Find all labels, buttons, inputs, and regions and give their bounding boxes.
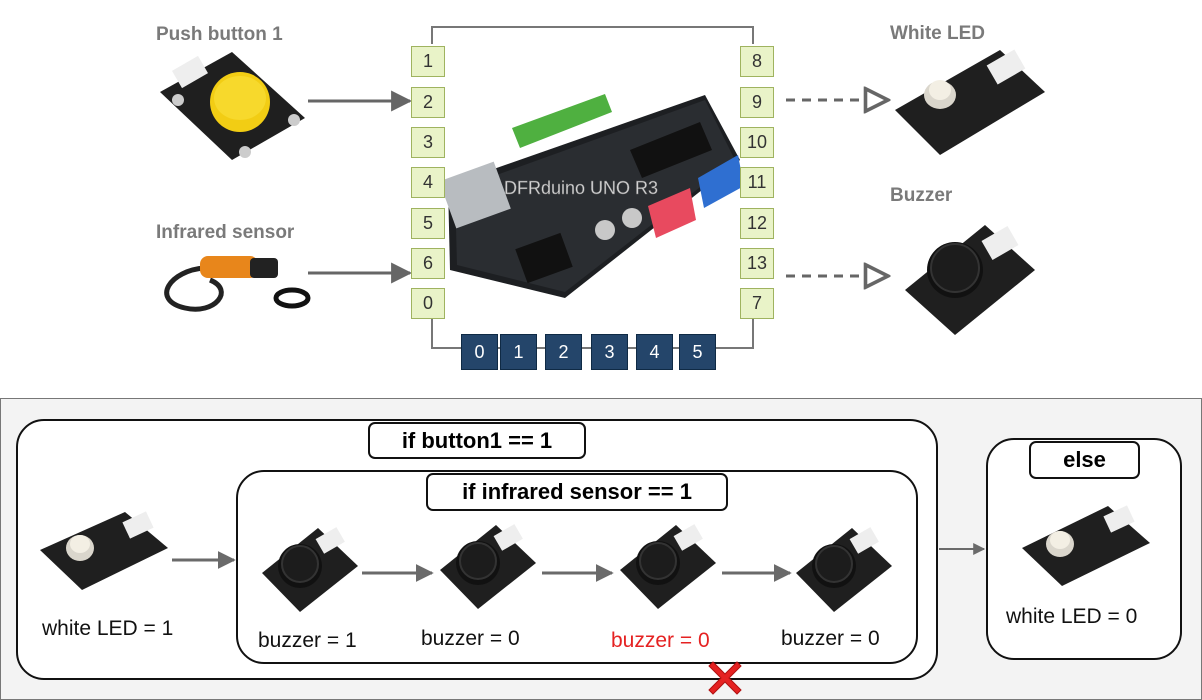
white-led-module [895,49,1045,155]
left-pin: 4 [411,167,445,198]
if-infrared-condition: if infrared sensor == 1 [426,473,728,511]
analog-pin: 3 [591,334,628,370]
right-pin: 8 [740,46,774,77]
push-button-module [160,52,305,160]
buzzer-module [905,225,1035,335]
buzzer-3-image [620,524,716,609]
right-pin: 9 [740,87,774,118]
right-pin: 7 [740,288,774,319]
analog-pin: 4 [636,334,673,370]
analog-pin: 2 [545,334,582,370]
arduino-board-image: DFRduino UNO R3 [439,94,744,298]
board-name-text: DFRduino UNO R3 [504,178,658,198]
buzzer-1-text: buzzer = 1 [258,629,357,652]
analog-pin: 0 [461,334,498,370]
analog-pin: 5 [679,334,716,370]
buzzer-3-text: buzzer = 0 [611,629,710,652]
wiring-diagram: DFRduino UNO R3 [160,26,1045,349]
left-pin: 6 [411,248,445,279]
buzzer-4-image [796,527,892,612]
left-pin: 3 [411,127,445,158]
white-led-off-text: white LED = 0 [1006,605,1138,628]
right-pin: 11 [740,167,774,198]
analog-pin: 1 [500,334,537,370]
buzzer-1-image [262,527,358,612]
right-pin: 13 [740,248,774,279]
infrared-sensor-module [164,256,311,312]
if-button-condition: if button1 == 1 [368,422,586,459]
left-pin: 5 [411,208,445,239]
white-led-label: White LED [890,23,985,44]
buzzer-label: Buzzer [890,185,953,206]
push-button-label: Push button 1 [156,24,283,45]
right-pin: 10 [740,127,774,158]
left-pin: 1 [411,46,445,77]
left-pin: 2 [411,87,445,118]
buzzer-4-text: buzzer = 0 [781,627,880,650]
buzzer-2-text: buzzer = 0 [421,627,520,650]
infrared-sensor-label: Infrared sensor [156,222,295,243]
else-condition: else [1029,441,1140,479]
white-led-off-image [1022,505,1150,586]
logic-flow-graphics [40,505,1150,695]
white-led-on-image [40,511,168,590]
right-pin: 12 [740,208,774,239]
left-pin: 0 [411,288,445,319]
white-led-on-text: white LED = 1 [42,617,174,640]
buzzer-2-image [440,524,536,609]
error-x-icon [708,661,742,695]
